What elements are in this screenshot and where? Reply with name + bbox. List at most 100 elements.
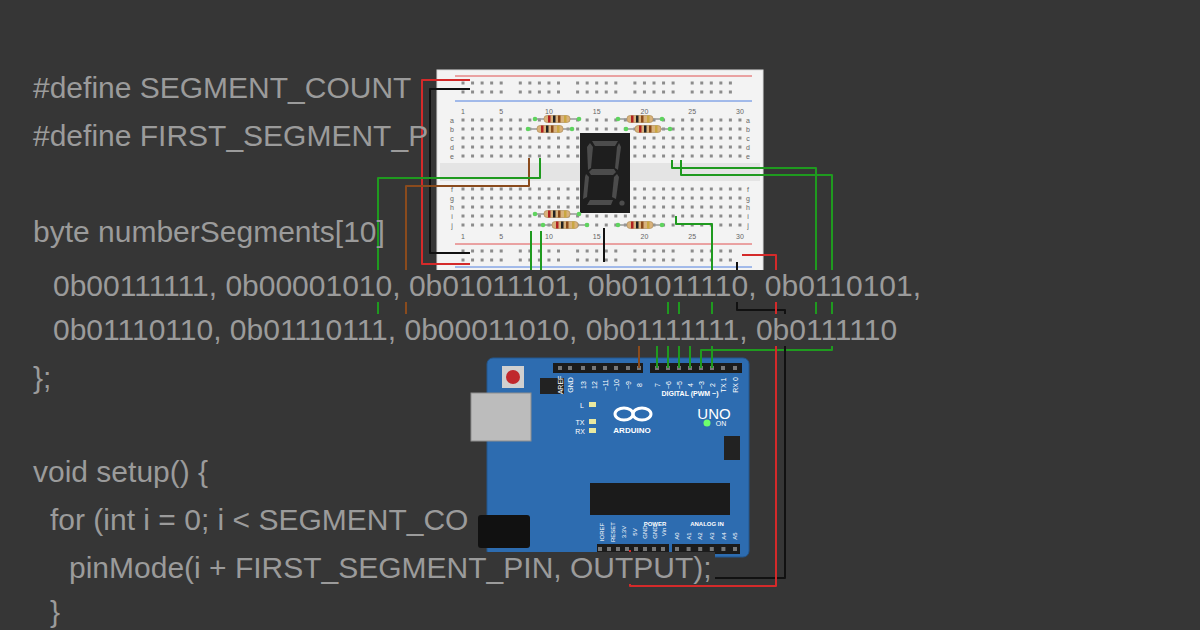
breadboard-hole xyxy=(738,224,741,227)
breadboard-hole xyxy=(462,137,465,140)
row-letter: j xyxy=(747,222,749,229)
seven-segment-display xyxy=(580,133,630,213)
breadboard-hole xyxy=(633,215,636,218)
header-title: ANALOG IN xyxy=(690,521,724,527)
breadboard-hole xyxy=(528,197,531,200)
breadboard-hole xyxy=(471,119,474,122)
header-pin xyxy=(698,547,702,551)
breadboard-hole xyxy=(576,188,579,191)
column-number: 25 xyxy=(688,233,696,240)
header-pin xyxy=(558,366,562,370)
breadboard-hole xyxy=(462,224,465,227)
breadboard-hole xyxy=(462,215,465,218)
breadboard-hole xyxy=(700,146,703,149)
breadboard-hole xyxy=(500,259,503,262)
breadboard-hole xyxy=(538,91,541,94)
breadboard-hole xyxy=(700,206,703,209)
header-title: POWER xyxy=(644,521,667,527)
breadboard-hole xyxy=(519,119,522,122)
breadboard-hole xyxy=(490,197,493,200)
breadboard-hole xyxy=(576,146,579,149)
breadboard-hole xyxy=(586,82,589,85)
breadboard-hole xyxy=(547,250,550,253)
breadboard-hole xyxy=(729,259,732,262)
pin-label: RESET xyxy=(610,522,616,542)
breadboard-hole xyxy=(691,137,694,140)
breadboard-hole xyxy=(672,224,675,227)
breadboard-hole xyxy=(500,119,503,122)
breadboard-hole xyxy=(557,188,560,191)
breadboard-hole xyxy=(567,146,570,149)
breadboard-hole xyxy=(576,128,579,131)
breadboard-hole xyxy=(557,82,560,85)
breadboard-hole xyxy=(547,197,550,200)
header-pin xyxy=(592,366,596,370)
code-line: byte numberSegments[10] xyxy=(33,217,385,247)
breadboard-hole xyxy=(490,206,493,209)
row-letter: f xyxy=(747,186,749,193)
breadboard-hole xyxy=(643,82,646,85)
breadboard-hole xyxy=(691,206,694,209)
breadboard-hole xyxy=(729,188,732,191)
breadboard-hole xyxy=(643,188,646,191)
breadboard-hole xyxy=(471,206,474,209)
breadboard-hole xyxy=(500,188,503,191)
breadboard-hole xyxy=(519,82,522,85)
breadboard-hole xyxy=(586,250,589,253)
pin-label: 3.3V xyxy=(621,526,627,538)
pin-label: IOREF xyxy=(599,523,605,541)
breadboard-hole xyxy=(681,188,684,191)
breadboard-hole xyxy=(700,259,703,262)
breadboard-hole xyxy=(490,137,493,140)
breadboard-hole xyxy=(729,128,732,131)
breadboard-hole xyxy=(681,137,684,140)
breadboard-hole xyxy=(729,137,732,140)
breadboard-hole xyxy=(500,197,503,200)
breadboard-hole xyxy=(538,215,541,218)
breadboard-hole xyxy=(710,188,713,191)
pin-label: 13 xyxy=(580,381,587,389)
row-letter: b xyxy=(450,126,454,133)
breadboard-hole xyxy=(605,259,608,262)
header-pin xyxy=(603,366,607,370)
breadboard-hole xyxy=(710,128,713,131)
breadboard-hole xyxy=(471,82,474,85)
header-pin xyxy=(721,547,725,551)
column-number: 30 xyxy=(736,108,744,115)
breadboard-hole xyxy=(614,82,617,85)
breadboard-hole xyxy=(681,146,684,149)
breadboard-hole xyxy=(519,197,522,200)
breadboard-hole xyxy=(681,206,684,209)
header-pin xyxy=(634,547,638,551)
breadboard-hole xyxy=(490,82,493,85)
breadboard-hole xyxy=(738,137,741,140)
breadboard-hole xyxy=(557,146,560,149)
breadboard-hole xyxy=(700,188,703,191)
breadboard-hole xyxy=(481,197,484,200)
breadboard-hole xyxy=(471,188,474,191)
breadboard-hole xyxy=(624,215,627,218)
breadboard-hole xyxy=(672,155,675,158)
column-number: 20 xyxy=(641,108,649,115)
wire xyxy=(603,228,605,262)
breadboard-hole xyxy=(738,197,741,200)
breadboard-hole xyxy=(738,215,741,218)
header-pin xyxy=(643,547,647,551)
breadboard-hole xyxy=(462,206,465,209)
code-line: }; xyxy=(33,363,51,393)
breadboard-hole xyxy=(567,155,570,158)
breadboard-hole xyxy=(643,259,646,262)
pin-label: ~10 xyxy=(613,379,620,391)
breadboard-hole xyxy=(471,128,474,131)
breadboard-hole xyxy=(605,215,608,218)
breadboard-hole xyxy=(557,250,560,253)
breadboard-hole xyxy=(633,250,636,253)
breadboard-hole xyxy=(528,137,531,140)
breadboard-hole xyxy=(595,215,598,218)
breadboard-hole xyxy=(471,146,474,149)
breadboard-hole xyxy=(691,146,694,149)
breadboard-hole xyxy=(547,82,550,85)
breadboard-hole xyxy=(700,128,703,131)
breadboard-hole xyxy=(595,128,598,131)
breadboard-hole xyxy=(567,188,570,191)
